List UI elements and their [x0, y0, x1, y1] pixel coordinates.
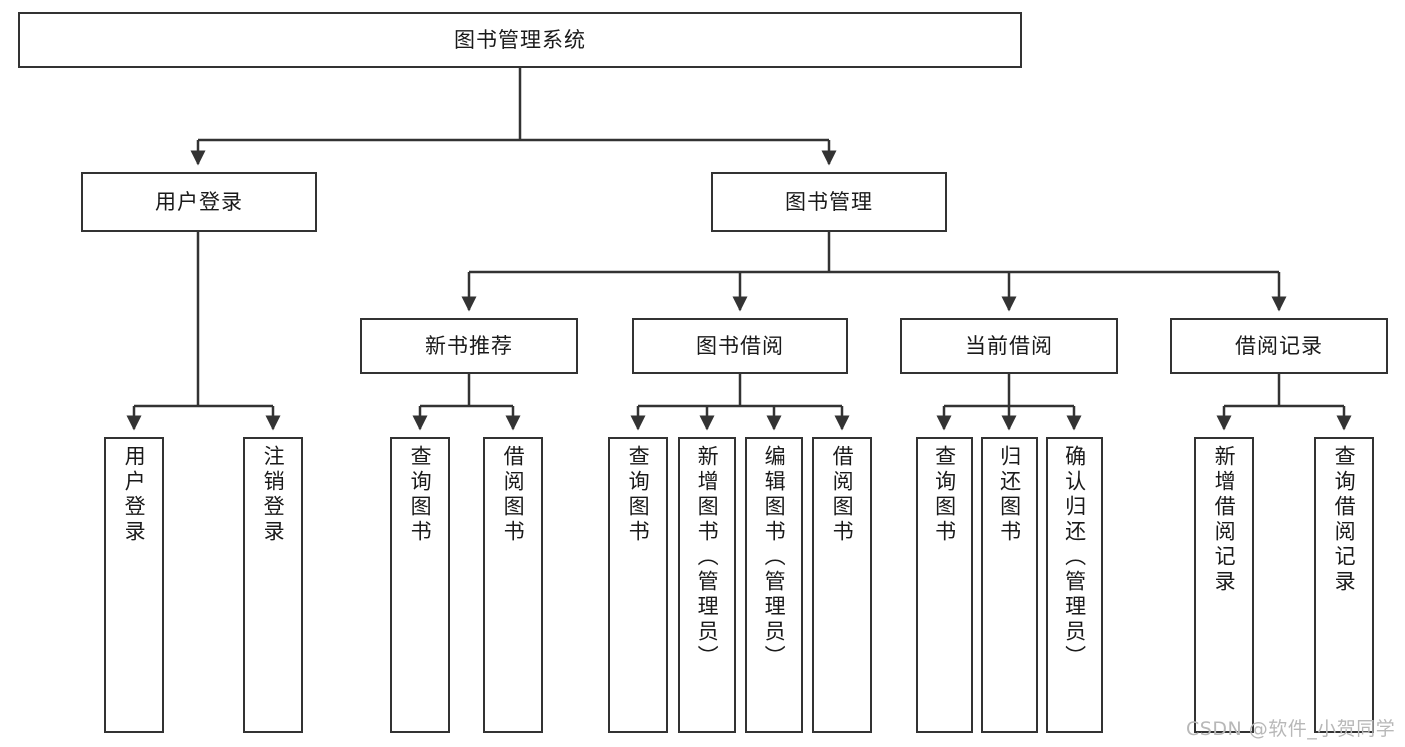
- node-leaf-query-book-3[interactable]: 查询图书: [916, 437, 973, 733]
- node-leaf-query-book-1-label: 查询图书: [408, 445, 433, 545]
- node-leaf-edit-book-admin-label: 编辑图书（管理员）: [762, 445, 787, 670]
- node-leaf-edit-book-admin[interactable]: 编辑图书（管理员）: [745, 437, 803, 733]
- node-book-borrow[interactable]: 图书借阅: [632, 318, 848, 374]
- node-book-management-system[interactable]: 图书管理系统: [18, 12, 1022, 68]
- node-current-borrow[interactable]: 当前借阅: [900, 318, 1118, 374]
- node-current-borrow-label: 当前借阅: [965, 333, 1053, 358]
- node-leaf-confirm-return-admin-label: 确认归还（管理员）: [1062, 445, 1087, 670]
- node-leaf-query-book-3-label: 查询图书: [932, 445, 957, 545]
- node-user-login-label: 用户登录: [155, 189, 243, 214]
- node-leaf-logout-login-label: 注销登录: [261, 445, 286, 545]
- node-leaf-borrow-book-2-label: 借阅图书: [830, 445, 855, 545]
- node-leaf-return-book[interactable]: 归还图书: [981, 437, 1038, 733]
- node-leaf-query-book-2-label: 查询图书: [626, 445, 651, 545]
- node-borrow-record[interactable]: 借阅记录: [1170, 318, 1388, 374]
- node-leaf-user-login-label: 用户登录: [122, 445, 147, 545]
- node-leaf-add-book-admin[interactable]: 新增图书（管理员）: [678, 437, 736, 733]
- node-leaf-query-borrow-record[interactable]: 查询借阅记录: [1314, 437, 1374, 733]
- node-root-label: 图书管理系统: [454, 27, 586, 52]
- node-leaf-borrow-book-1[interactable]: 借阅图书: [483, 437, 543, 733]
- node-leaf-query-book-2[interactable]: 查询图书: [608, 437, 668, 733]
- node-user-login[interactable]: 用户登录: [81, 172, 317, 232]
- node-book-management[interactable]: 图书管理: [711, 172, 947, 232]
- node-new-book-recommend[interactable]: 新书推荐: [360, 318, 578, 374]
- node-leaf-borrow-book-1-label: 借阅图书: [501, 445, 526, 545]
- node-leaf-add-borrow-record-label: 新增借阅记录: [1212, 445, 1237, 595]
- node-book-management-label: 图书管理: [785, 189, 873, 214]
- node-leaf-logout-login[interactable]: 注销登录: [243, 437, 303, 733]
- node-leaf-borrow-book-2[interactable]: 借阅图书: [812, 437, 872, 733]
- node-book-borrow-label: 图书借阅: [696, 333, 784, 358]
- node-leaf-user-login[interactable]: 用户登录: [104, 437, 164, 733]
- node-leaf-return-book-label: 归还图书: [997, 445, 1022, 545]
- node-borrow-record-label: 借阅记录: [1235, 333, 1323, 358]
- node-leaf-query-book-1[interactable]: 查询图书: [390, 437, 450, 733]
- node-leaf-query-borrow-record-label: 查询借阅记录: [1332, 445, 1357, 595]
- node-new-book-recommend-label: 新书推荐: [425, 333, 513, 358]
- node-leaf-add-book-admin-label: 新增图书（管理员）: [695, 445, 720, 670]
- node-leaf-add-borrow-record[interactable]: 新增借阅记录: [1194, 437, 1254, 733]
- node-leaf-confirm-return-admin[interactable]: 确认归还（管理员）: [1046, 437, 1103, 733]
